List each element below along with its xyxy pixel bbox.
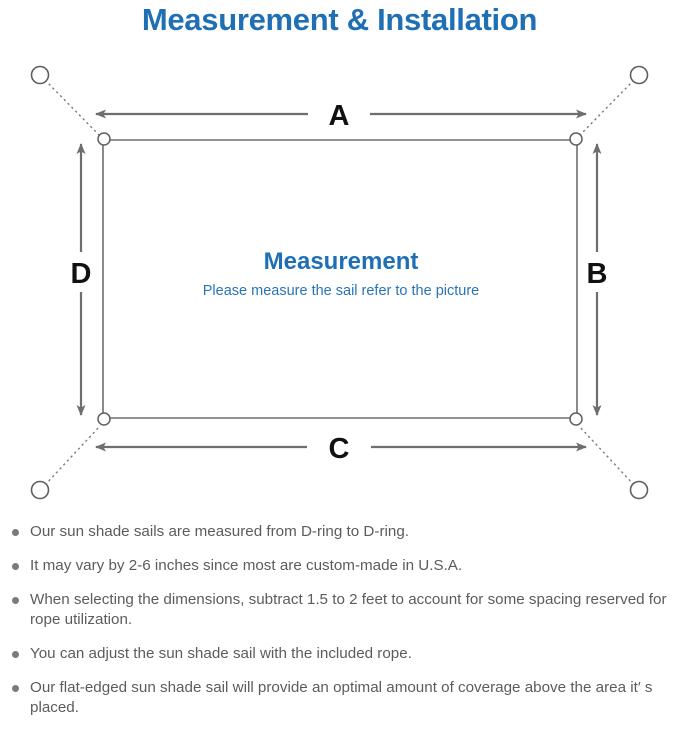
list-item: It may vary by 2-6 inches since most are… <box>0 556 679 576</box>
dimension-label-a: A <box>329 100 350 132</box>
list-item-text: When selecting the dimensions, subtract … <box>30 591 667 628</box>
d-ring-top-left <box>97 132 111 146</box>
bullet-icon <box>12 651 19 658</box>
page-title: Measurement & Installation <box>141 2 538 37</box>
notes-list: Our sun shade sails are measured from D-… <box>0 522 679 732</box>
anchor-rings <box>30 65 649 500</box>
diagram-center-heading: Measurement <box>264 248 419 275</box>
anchor-ring-top-right <box>629 65 649 85</box>
dimension-label-d: D <box>71 258 92 290</box>
dimension-label-c: C <box>329 433 350 465</box>
d-ring-top-right <box>569 132 583 146</box>
d-ring-bottom-right <box>569 412 583 426</box>
rope-line-top-right <box>578 79 635 137</box>
anchor-ring-bottom-right <box>629 480 649 500</box>
bullet-icon <box>12 563 19 570</box>
rope-line-bottom-left <box>44 425 101 486</box>
bullet-icon <box>12 685 19 692</box>
list-item-text: Our sun shade sails are measured from D-… <box>30 523 409 540</box>
rope-line-bottom-right <box>578 425 635 486</box>
list-item-text: It may vary by 2-6 inches since most are… <box>30 557 463 574</box>
sun-shade-sail-measurement-diagram: A C D B Measurement Please measure the s… <box>0 44 679 514</box>
list-item-text: You can adjust the sun shade sail with t… <box>30 645 412 662</box>
diagram-center-subtext: Please measure the sail refer to the pic… <box>203 283 479 299</box>
list-item: Our flat-edged sun shade sail will provi… <box>0 678 679 718</box>
anchor-ring-top-left <box>30 65 50 85</box>
rope-line-top-left <box>44 79 101 137</box>
bullet-icon <box>12 529 19 536</box>
bullet-icon <box>12 597 19 604</box>
d-ring-bottom-left <box>97 412 111 426</box>
list-item-text: Our flat-edged sun shade sail will provi… <box>30 679 653 716</box>
rope-lines <box>44 79 635 486</box>
sail-outline <box>102 139 578 419</box>
list-item: Our sun shade sails are measured from D-… <box>0 522 679 542</box>
anchor-ring-bottom-left <box>30 480 50 500</box>
d-rings <box>97 132 583 426</box>
list-item: You can adjust the sun shade sail with t… <box>0 644 679 664</box>
list-item: When selecting the dimensions, subtract … <box>0 590 679 630</box>
dimension-label-b: B <box>587 258 608 290</box>
